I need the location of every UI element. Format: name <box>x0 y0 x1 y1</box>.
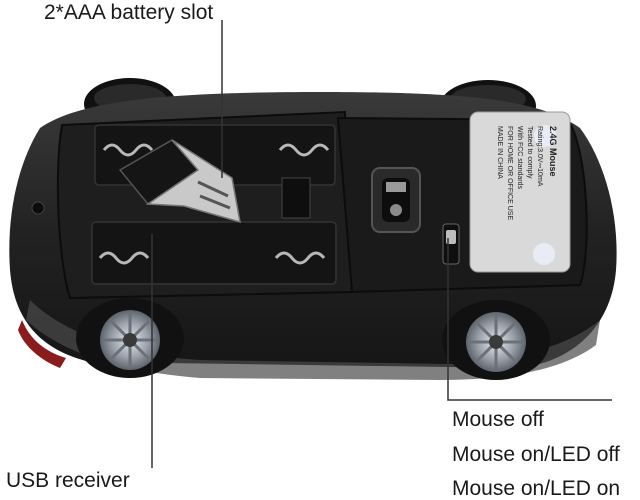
receiver-slot <box>281 177 311 219</box>
usb-receiver <box>118 139 241 224</box>
info-label <box>469 111 571 273</box>
mouse-on-led-on-callout: Mouse on/LED on <box>452 477 621 500</box>
power-switch <box>442 223 460 265</box>
label-use: FOR HOME OR OFFICE USE <box>506 126 513 220</box>
mouse-off-callout: Mouse off <box>452 408 544 431</box>
battery-slot-callout: 2*AAA battery slot <box>44 1 214 24</box>
label-tested: Tested to comply <box>526 126 533 179</box>
label-model: 2.4G Mouse <box>548 126 558 177</box>
screw-hole <box>31 201 45 215</box>
label-rating: Rating:3.0V⎓10mA <box>536 126 543 187</box>
leader-lines <box>151 20 612 468</box>
bottom-wheel-right <box>442 300 550 380</box>
mouse-on-led-off-callout: Mouse on/LED off <box>452 443 620 466</box>
info-label-text: 2.4G Mouse Rating:3.0V⎓10mA Tested to co… <box>496 126 558 220</box>
bottom-wheel-left <box>76 298 184 378</box>
tail-light <box>18 320 66 368</box>
label-made: MADE IN CHINA <box>496 126 503 179</box>
usb-receiver-callout: USB receiver <box>6 469 130 492</box>
label-fcc: With FCC standards <box>516 126 523 190</box>
battery-compartment-bottom <box>91 221 337 285</box>
optical-sensor <box>371 167 421 233</box>
